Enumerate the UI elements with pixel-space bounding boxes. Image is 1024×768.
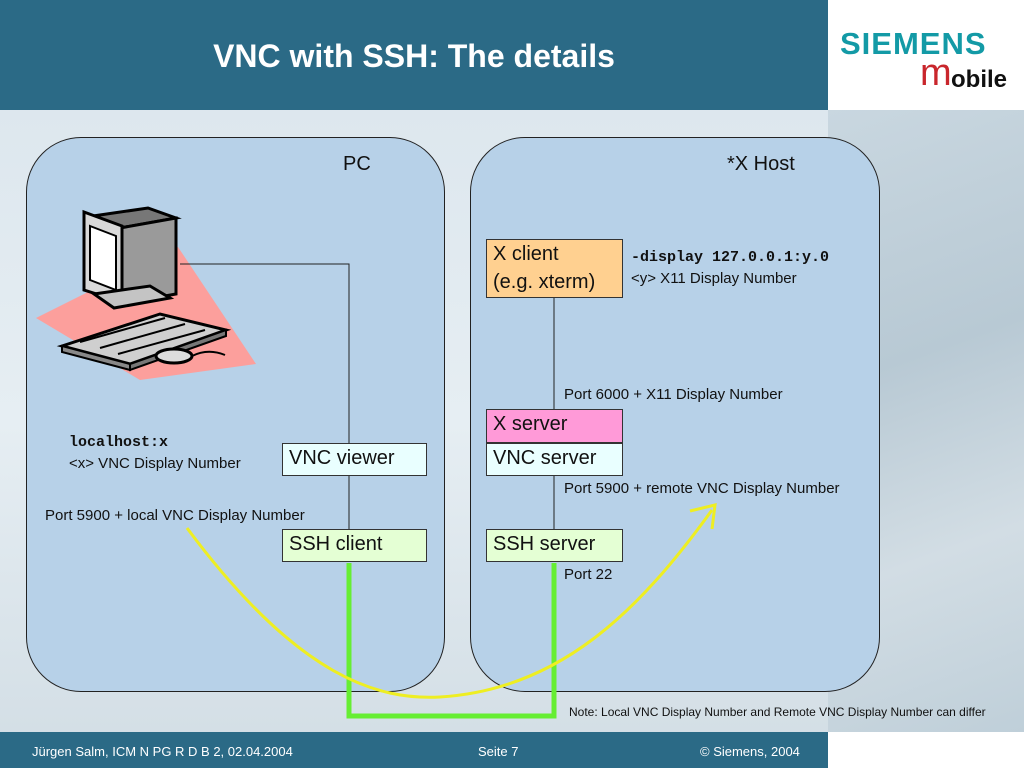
ssh-port-label: Port 22 (564, 566, 612, 583)
footer-bar: Jürgen Salm, ICM N PG R D B 2, 02.04.200… (0, 732, 828, 768)
remote-port-label: Port 5900 + remote VNC Display Number (564, 480, 840, 497)
localhost-label: localhost:x (69, 434, 168, 451)
footer-author: Jürgen Salm, ICM N PG R D B 2, 02.04.200… (32, 744, 293, 759)
vnc-viewer-box: VNC viewer (282, 443, 427, 476)
vnc-display-number-label: <x> VNC Display Number (69, 455, 241, 472)
ssh-server-box: SSH server (486, 529, 623, 562)
footer-right (828, 732, 1024, 768)
x-client-line1: X client (493, 240, 622, 268)
vnc-flow-arrow (187, 510, 712, 697)
display-command-label: -display 127.0.0.1:y.0 (631, 249, 829, 266)
x-client-box: X client (e.g. xterm) (486, 239, 623, 298)
x11-display-number-label: <y> X11 Display Number (631, 270, 797, 287)
footnote: Note: Local VNC Display Number and Remot… (569, 705, 986, 719)
local-port-label: Port 5900 + local VNC Display Number (45, 507, 305, 524)
vnc-server-box: VNC server (486, 443, 623, 476)
x11-port-label: Port 6000 + X11 Display Number (564, 386, 783, 403)
footer-copyright: © Siemens, 2004 (700, 744, 800, 759)
x-server-box: X server (486, 409, 623, 443)
x-client-line2: (e.g. xterm) (493, 268, 622, 296)
footer-page: Seite 7 (478, 744, 518, 759)
ssh-client-box: SSH client (282, 529, 427, 562)
ssh-tunnel-line (349, 563, 554, 716)
